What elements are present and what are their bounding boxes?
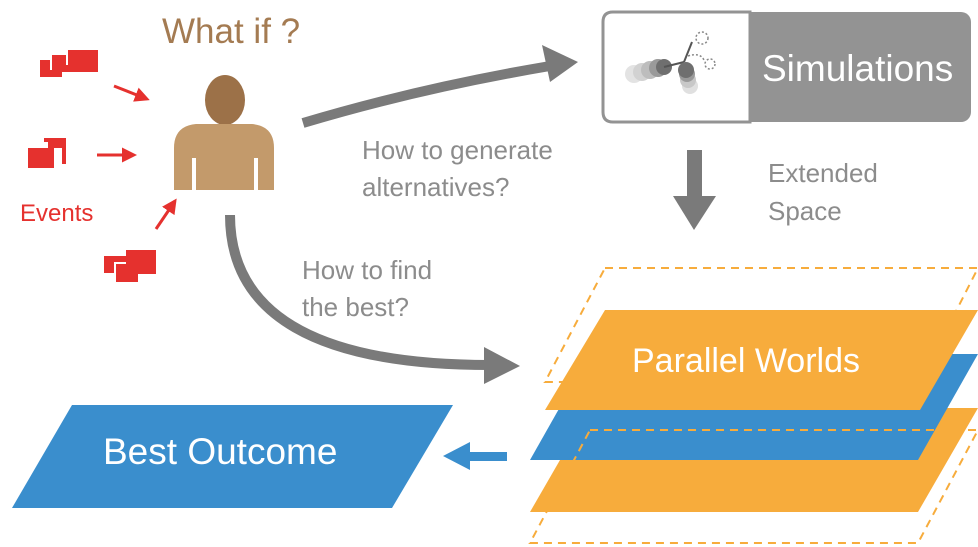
event-icon-bottom — [104, 250, 156, 282]
arrow-down-shaft — [687, 150, 702, 200]
arrow-down-head — [673, 196, 716, 230]
find-best-question: How to find the best? — [302, 252, 432, 326]
generate-question-line-1: How to generate — [362, 135, 553, 165]
generate-question: How to generate alternatives? — [362, 132, 553, 206]
arrow-to-parallel-worlds-head — [484, 347, 520, 384]
find-best-question-line-1: How to find — [302, 255, 433, 285]
extended-space-line-2: Space — [768, 196, 842, 226]
simulations-box — [601, 10, 971, 124]
extended-space-line-1: Extended — [768, 158, 878, 188]
event-arrow-bottom — [154, 198, 177, 230]
person-icon — [174, 75, 274, 190]
generate-question-line-2: alternatives? — [362, 172, 510, 202]
events-label: Events — [20, 200, 94, 227]
arrow-to-best-shaft — [464, 452, 507, 461]
event-icon-top — [40, 48, 98, 77]
find-best-question-line-2: the best? — [302, 292, 409, 322]
arrow-to-simulations — [301, 61, 551, 128]
event-arrow-top — [113, 84, 150, 102]
world-layer-orange-top — [545, 310, 978, 410]
best-outcome-label: Best Outcome — [103, 431, 338, 472]
arrow-to-best-head — [443, 442, 470, 470]
event-icon-middle — [28, 138, 66, 168]
simulations-label: Simulations — [762, 48, 954, 89]
world-layer-dashed-bottom — [528, 429, 978, 544]
arrow-to-parallel-worlds — [225, 214, 491, 370]
what-if-title: What if ? — [162, 12, 301, 51]
molecule-simulation-icon — [625, 31, 716, 94]
arrow-to-simulations-head — [542, 45, 578, 82]
extended-space-label: Extended Space — [768, 154, 878, 230]
best-outcome-shape — [12, 405, 453, 508]
parallel-worlds-label: Parallel Worlds — [632, 342, 861, 380]
